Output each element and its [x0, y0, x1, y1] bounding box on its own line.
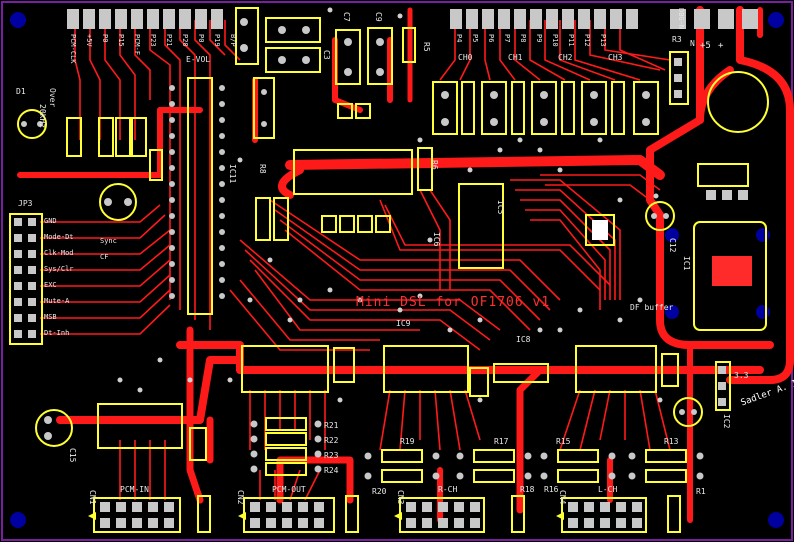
r-ch-label: R-CH	[438, 485, 458, 494]
header-pin-label: N	[690, 39, 695, 48]
d1-label: D1	[16, 87, 26, 96]
r18-label: R18	[520, 485, 535, 494]
jp3-row-label: EXC	[44, 281, 57, 289]
header-pin-label: P8	[519, 34, 527, 43]
c12-label: C12	[668, 238, 677, 253]
jp3-row-label: Dt-Inh	[44, 329, 70, 337]
r6-label: R6	[430, 160, 439, 170]
ic2-label: IC2	[722, 414, 731, 429]
signal-traces	[40, 20, 671, 501]
header-pin-label: +5V	[85, 34, 93, 47]
over-label: Over	[48, 88, 57, 108]
header-pin-label: P12	[583, 34, 591, 47]
jp3-row-label: Clk-Mod	[44, 249, 74, 257]
header-pin-label: P0	[197, 34, 205, 43]
pcm-out-label: PCM-OUT	[272, 485, 306, 494]
jp3-row-label: GND	[44, 217, 57, 225]
header-pin-label: PCM-CLK	[69, 34, 77, 64]
ic8-label: IC8	[516, 335, 531, 344]
channel-label: CH3	[608, 53, 623, 62]
l-ch-label: L-CH	[598, 485, 618, 494]
header-pin-label: P11	[567, 34, 575, 47]
cn4-label: CN4	[558, 490, 567, 505]
c15-label: C15	[68, 448, 77, 463]
r21-label: R21	[324, 421, 339, 430]
jp3-row-label: CF	[100, 253, 109, 261]
r5-label: R5	[422, 42, 431, 52]
board-title: Mini DSL for OF1706 v1	[356, 295, 551, 310]
pcm-in-label: PCM-IN	[120, 485, 149, 494]
r3-label: R3	[672, 35, 682, 44]
r16-label: R16	[544, 485, 559, 494]
header-pin-label: P23	[149, 34, 157, 47]
r23-label: R23	[324, 451, 339, 460]
ic1-label: IC1	[682, 256, 691, 271]
r17-label: R17	[494, 437, 509, 446]
jp3-row-label: Mode-Dt	[44, 233, 74, 241]
header-pin-label: P13	[599, 34, 607, 47]
header-pin-label: P7	[503, 34, 511, 43]
channel-label: CH1	[508, 53, 523, 62]
header-pin-label: P15	[117, 34, 125, 47]
channel-label: CH0	[458, 53, 473, 62]
header-pin-label: P9	[535, 34, 543, 43]
c7-label: C7	[342, 12, 351, 22]
jp3-label: JP3	[18, 199, 33, 208]
plus-label: +	[718, 41, 724, 51]
jp3-row-label: Sync	[100, 237, 117, 245]
freq-label: 20kHz	[38, 104, 47, 129]
ic11-label: IC11	[228, 164, 237, 184]
r24-label: R24	[324, 466, 339, 475]
channel-label: CH2	[558, 53, 573, 62]
power-traces	[17, 6, 794, 523]
header-pin-label: P6	[487, 34, 495, 43]
plus5-label: +5	[700, 41, 711, 51]
r20-label: R20	[372, 487, 387, 496]
ic6-label: IC6	[432, 232, 441, 247]
cn1-label: CN1	[88, 490, 97, 505]
jp3-row-label: Sys/Clr	[44, 265, 74, 273]
r19-label: R19	[400, 437, 415, 446]
header-pin-label: P21	[165, 34, 173, 47]
ic5-label: IC5	[496, 200, 505, 215]
r22-label: R22	[324, 436, 339, 445]
header-pin-label: B/P	[229, 34, 237, 47]
header-pin-label: P19	[213, 34, 221, 47]
r1-label: R1	[696, 487, 706, 496]
pads	[14, 7, 758, 528]
v33-label: 3.3	[734, 371, 749, 380]
header-pin-label: P0	[101, 34, 109, 43]
jp3-row-label: MSB	[44, 313, 57, 321]
header-pin-label: P20	[181, 34, 189, 47]
c9-label: C9	[374, 12, 383, 22]
r13-label: R13	[664, 437, 679, 446]
jp3-row-label: Mute-A	[44, 297, 70, 305]
header-pin-label: P10	[551, 34, 559, 47]
r15-label: R15	[556, 437, 571, 446]
header-pin-label: DBG-N	[677, 8, 685, 30]
cn2-label: CN2	[236, 490, 245, 505]
header-pin-label: PCM-F	[133, 34, 141, 56]
cn3-label: CN3	[396, 490, 405, 505]
pin1-markers	[88, 512, 564, 520]
header-pin-label: P5	[471, 34, 479, 43]
ic9-label: IC9	[396, 319, 411, 328]
df-buffer-label: DF buffer	[630, 303, 674, 312]
header-pin-label: P4	[455, 34, 463, 43]
evol-label: E-VOL	[186, 55, 211, 64]
c3-label: C3	[322, 50, 331, 60]
r8-label: R8	[258, 164, 267, 174]
